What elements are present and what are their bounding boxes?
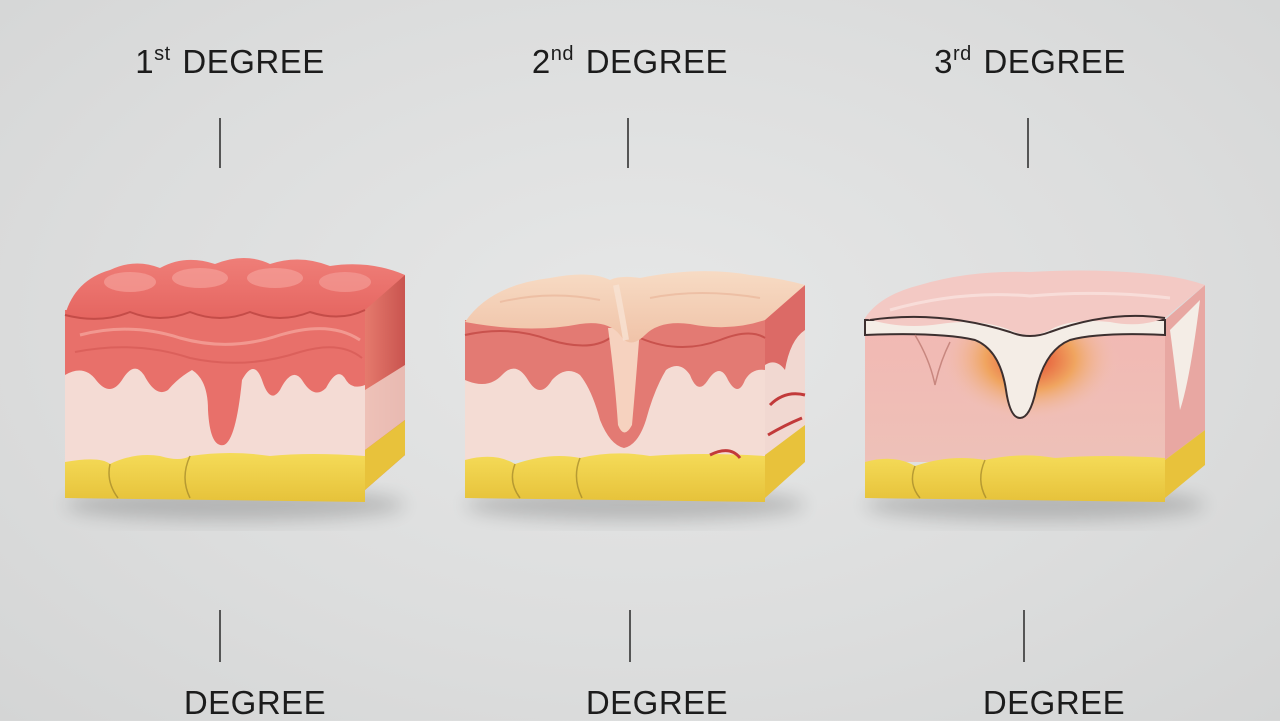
top-surface <box>65 258 405 319</box>
leader-line-top <box>219 118 221 168</box>
ordinal-number: 1 <box>135 43 155 80</box>
second-degree-skin-block <box>464 271 806 521</box>
third-degree-title: 3rd DEGREE <box>830 44 1230 78</box>
first-degree-bottom-label: DEGREE <box>183 684 327 721</box>
second-degree-title: 2nd DEGREE <box>430 44 830 78</box>
second-degree-bottom-label: DEGREE <box>585 684 729 721</box>
leader-line-top <box>1027 118 1029 168</box>
panel-third-degree: 3rd DEGREE <box>830 0 1230 720</box>
leader-line-bottom <box>219 610 221 662</box>
top-surface <box>465 271 805 343</box>
leader-line-bottom <box>1023 610 1025 662</box>
heading-word: DEGREE <box>983 43 1126 80</box>
fat-layer <box>465 453 765 502</box>
heading-word: DEGREE <box>182 43 325 80</box>
ordinal-number: 3 <box>934 43 953 80</box>
first-degree-skin-block <box>64 258 405 521</box>
panel-first-degree: 1st DEGREE <box>30 0 430 720</box>
first-degree-title: 1st DEGREE <box>30 44 430 78</box>
epidermis-layer <box>65 310 365 446</box>
ordinal-suffix: nd <box>550 43 575 65</box>
ordinal-suffix: st <box>154 43 171 65</box>
ordinal-number: 2 <box>531 43 551 80</box>
leader-line-top <box>627 118 629 168</box>
third-degree-skin-block <box>864 270 1205 521</box>
necrotic-layer <box>864 319 1166 420</box>
blister-channel <box>608 328 640 433</box>
heading-word: DEGREE <box>585 43 729 80</box>
leader-line-bottom <box>629 610 631 662</box>
fat-layer <box>865 455 1165 502</box>
panel-second-degree: 2nd DEGREE <box>430 0 830 720</box>
ordinal-suffix: rd <box>953 43 972 65</box>
third-degree-bottom-label: DEGREE <box>982 684 1126 721</box>
fat-layer <box>65 453 365 502</box>
